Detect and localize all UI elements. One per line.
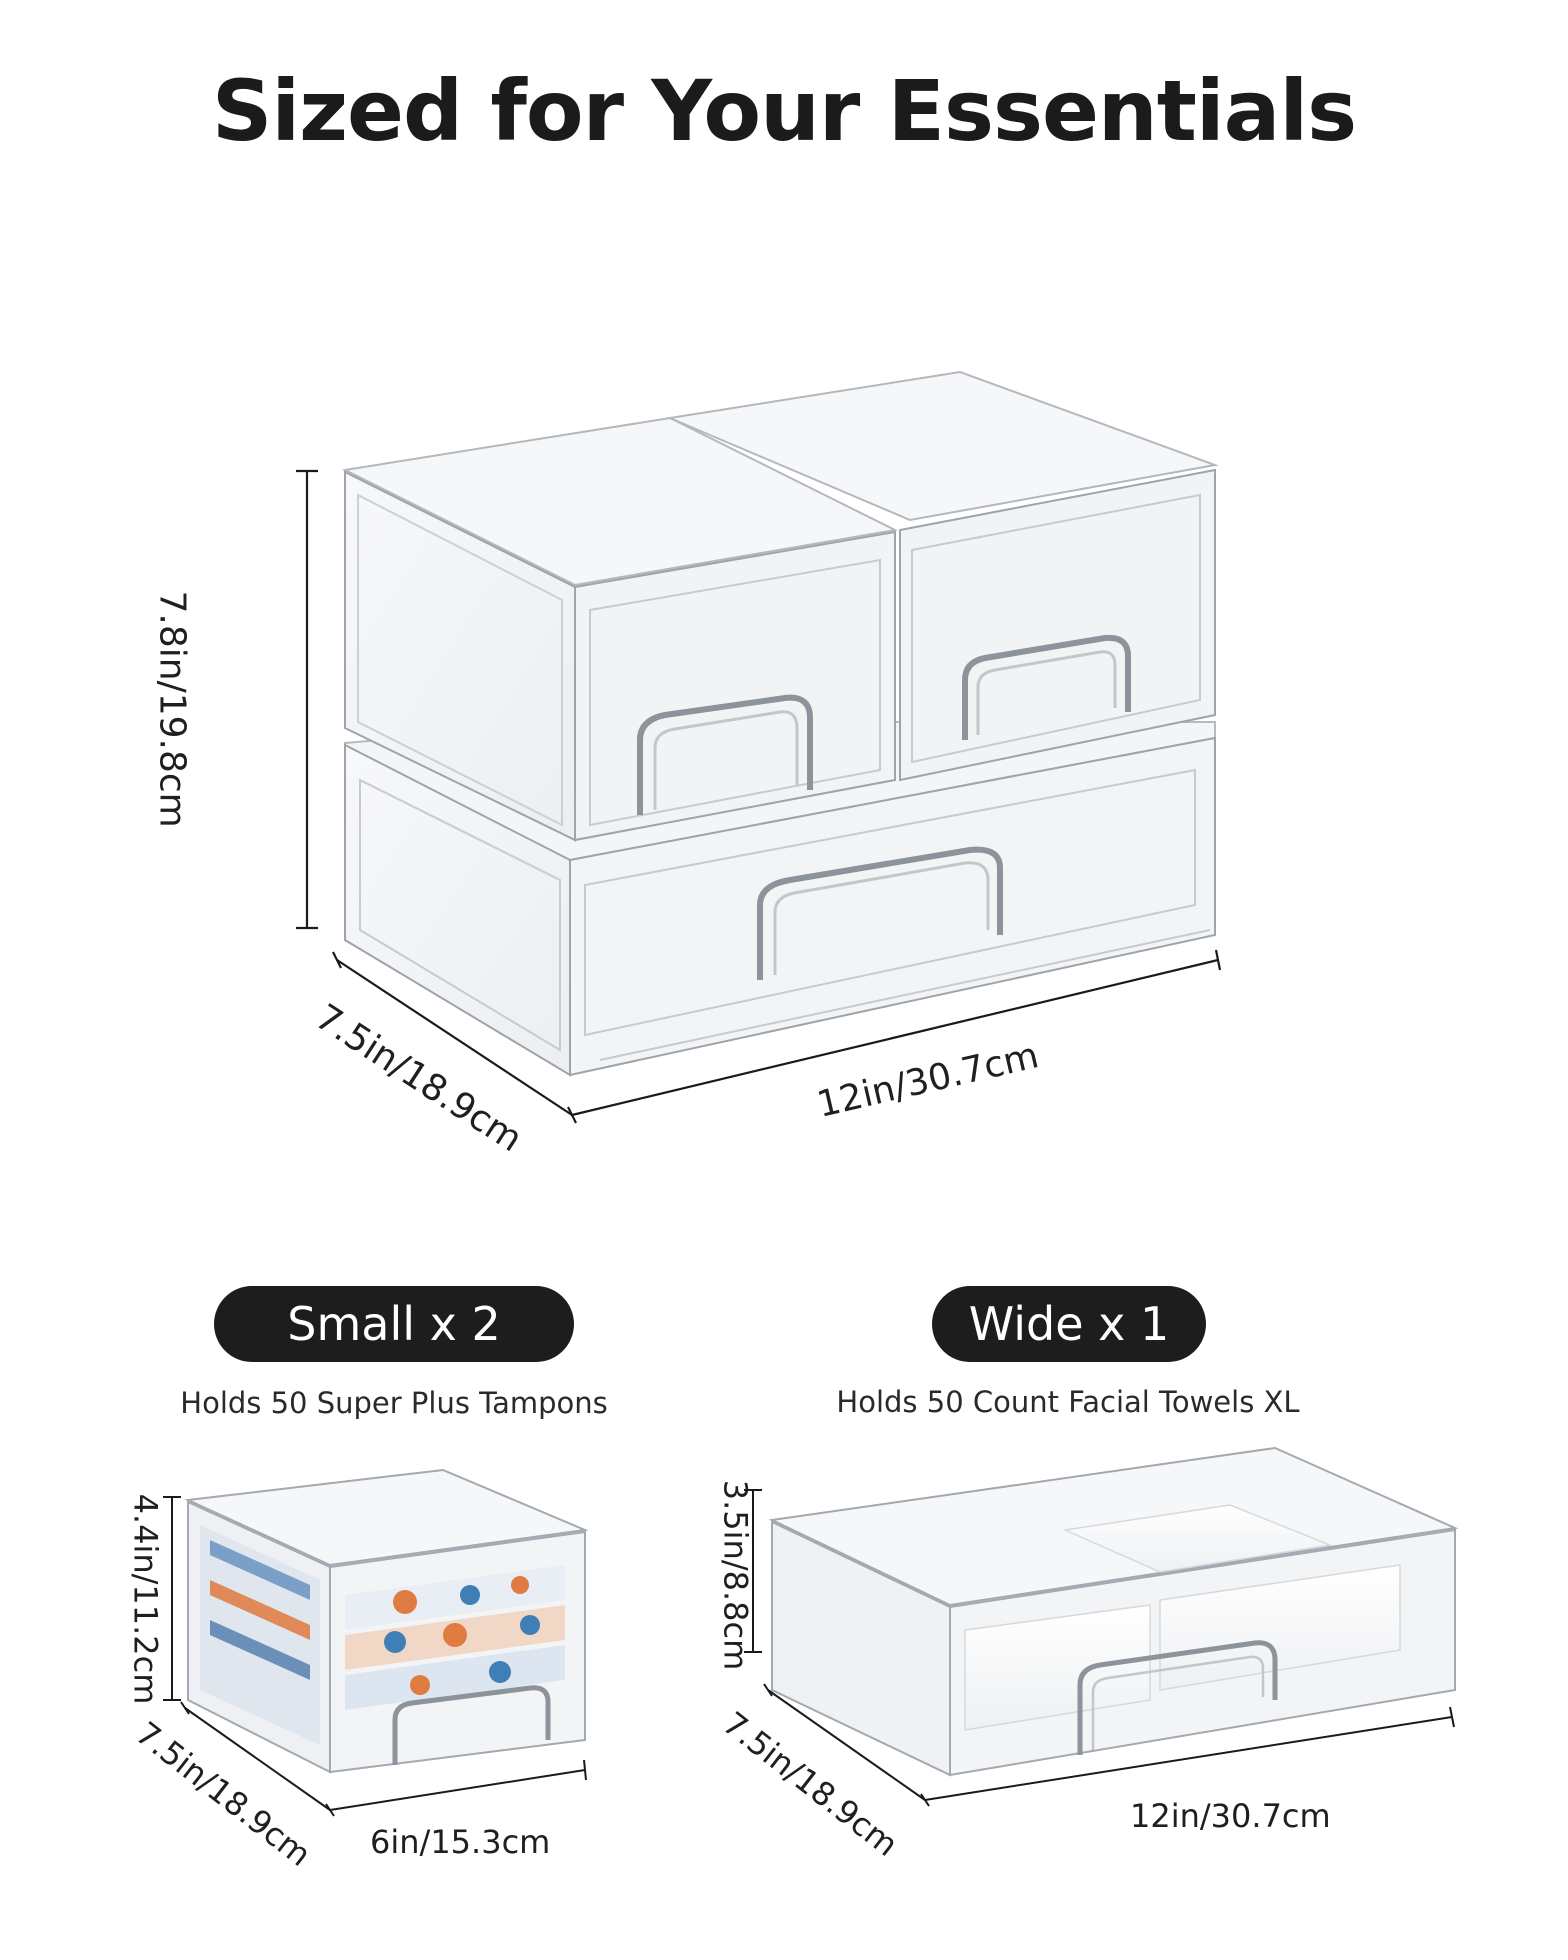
small-badge: Small x 2 xyxy=(214,1286,574,1362)
stacked-organizer-image xyxy=(341,370,1219,1077)
wide-height-label: 3.5in/8.8cm xyxy=(716,1479,755,1671)
page-title: Sized for Your Essentials xyxy=(211,62,1357,160)
wide-drawer-image xyxy=(768,1446,1459,1777)
wide-badge: Wide x 1 xyxy=(932,1286,1206,1362)
small-caption: Holds 50 Super Plus Tampons xyxy=(180,1386,608,1420)
main-dimension-lines xyxy=(296,469,1222,1124)
small-height-label: 4.4in/11.2cm xyxy=(126,1493,165,1705)
wide-width-label: 12in/30.7cm xyxy=(1130,1797,1331,1835)
small-width-label: 6in/15.3cm xyxy=(370,1823,551,1861)
wide-caption: Holds 50 Count Facial Towels XL xyxy=(836,1385,1300,1419)
small-dimension-lines xyxy=(163,1496,587,1817)
small-drawer-image xyxy=(184,1468,589,1774)
main-height-label: 7.8in/19.8cm xyxy=(151,590,193,828)
wide-dimension-lines xyxy=(744,1489,1455,1807)
